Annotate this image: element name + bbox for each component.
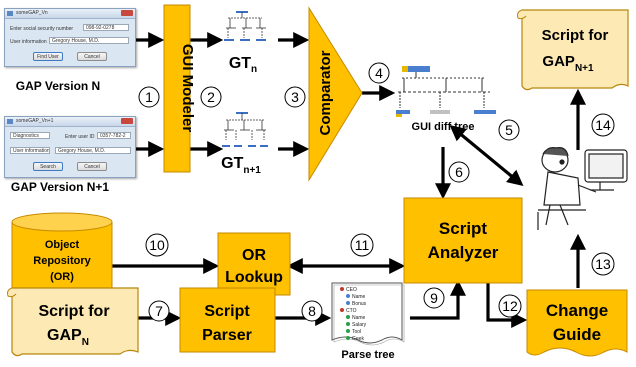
script-gap-n-document: Script for GAPN [7,287,139,357]
parse-tree-item: Name [352,315,366,321]
app-icon [7,119,13,124]
parse-tree-item: Geek [352,336,364,342]
comparator-shape: Comparator [308,6,363,182]
script-analyzer-line2: Analyzer [428,243,499,262]
user-info-combo[interactable]: User information [10,147,50,154]
svg-text:10: 10 [149,237,165,253]
svg-text:4: 4 [375,65,383,81]
step-12-marker: 12 [498,294,522,318]
script-parser-line1: Script [204,303,250,320]
svg-text:12: 12 [502,298,518,314]
diagnostics-combo[interactable]: Diagnostics [10,132,50,139]
step-14-marker: 14 [591,113,615,137]
gt-n-tree [224,11,266,41]
parse-tree-item: CEO [346,287,357,293]
script-parser-line2: Parser [202,327,252,344]
change-guide-line1: Change [546,301,608,320]
script-gap-n-line1: Script for [38,303,109,320]
step-8-marker: 8 [301,300,323,322]
search-button[interactable]: Search [33,162,63,171]
gap-version-n1-caption: GAP Version N+1 [11,180,109,194]
svg-text:11: 11 [355,237,370,253]
parse-tree-label: Parse tree [341,349,394,361]
gt-n1-label: GTn+1 [221,155,261,176]
step-1-marker: 1 [138,86,160,108]
svg-text:6: 6 [455,164,463,180]
gui-diff-tree-label: GUI diff tree [412,121,475,133]
app-icon [7,11,13,16]
script-gap-n-line2: GAPN [47,327,89,348]
cancel-button[interactable]: Cancel [77,52,107,61]
gap-version-n-window: someGAP_Vn Enter social security number … [4,8,136,67]
window-titlebar: someGAP_Vn [5,9,135,19]
parse-tree-item: Bonus [352,301,367,307]
or-lookup-line1: OR [242,247,266,264]
change-guide-document: Change Guide [526,289,628,357]
parse-tree-item: Name [352,294,366,300]
close-icon[interactable] [121,118,133,124]
script-analyzer-line1: Script [439,219,488,238]
step-9-marker: 9 [423,287,445,309]
object-repository-line1: Object [45,239,80,251]
svg-text:7: 7 [155,303,163,319]
gui-modeler-box: GUI Modeler [163,4,196,173]
script-gap-n1-line2: GAPN+1 [542,53,594,74]
gt-n1-tree [222,112,268,147]
ssn-label: Enter social security number [10,26,74,32]
find-user-button[interactable]: Find User [33,52,63,61]
script-gap-n1-line1: Script for [542,27,609,44]
step-6-marker: 6 [448,161,470,183]
user-id-label: Enter user ID [65,134,95,140]
comparator-label: Comparator [317,50,334,135]
user-id-field[interactable]: 0357-782-2 [97,132,131,139]
script-analyzer-box: Script Analyzer [403,197,523,284]
step-5-marker: 5 [498,119,520,141]
svg-text:5: 5 [505,122,513,138]
svg-text:1: 1 [145,89,153,105]
svg-text:9: 9 [430,290,438,306]
svg-text:2: 2 [207,89,215,105]
script-parser-box: Script Parser [179,287,276,353]
parse-tree-item: CTO [346,308,357,314]
user-info-field[interactable]: Gregory House, M.D. [55,147,131,154]
cancel-button[interactable]: Cancel [77,162,107,171]
or-lookup-line2: Lookup [225,269,283,286]
window-title: someGAP_Vn [16,10,48,16]
gui-diff-tree [396,66,496,117]
step-13-marker: 13 [591,252,615,276]
svg-text:8: 8 [308,303,316,319]
step-7-marker: 7 [148,300,170,322]
gui-modeler-label: GUI Modeler [179,44,196,133]
gap-version-n-caption: GAP Version N [16,79,100,93]
user-at-computer-illustration [537,147,628,230]
or-lookup-box: OR Lookup [217,232,291,296]
user-info-label: User information [10,39,47,45]
svg-text:3: 3 [291,89,299,105]
step-10-marker: 10 [145,233,169,257]
object-repository-line2: Repository [33,255,91,267]
step-11-marker: 11 [350,233,374,257]
parse-tree-item: Salary [352,322,367,328]
object-repository-line3: (OR) [50,271,74,283]
user-info-field[interactable]: Gregory House, M.D. [49,37,129,44]
gt-n-label: GTn [229,55,257,75]
close-icon[interactable] [121,10,133,16]
change-guide-line2: Guide [553,325,601,344]
step-4-marker: 4 [368,62,390,84]
object-repository-cylinder: Object Repository (OR) [11,212,113,298]
parse-tree-document: CEO Name Bonus CTO Name Salary Tool Geek [331,282,405,346]
svg-text:14: 14 [595,117,611,133]
svg-text:13: 13 [595,256,611,272]
gap-version-n1-window: someGAP_Vn+1 Diagnostics Enter user ID 0… [4,116,136,178]
script-gap-n1-document: Script for GAPN+1 [517,9,629,91]
ssn-field[interactable]: 098-92-0278 [83,24,129,31]
window-titlebar: someGAP_Vn+1 [5,117,135,127]
step-2-marker: 2 [200,86,222,108]
step-3-marker: 3 [284,86,306,108]
step-markers: 1 2 3 4 5 6 7 8 9 10 11 12 13 14 [138,62,615,322]
parse-tree-item: Tool [352,329,361,335]
window-title: someGAP_Vn+1 [16,118,54,124]
